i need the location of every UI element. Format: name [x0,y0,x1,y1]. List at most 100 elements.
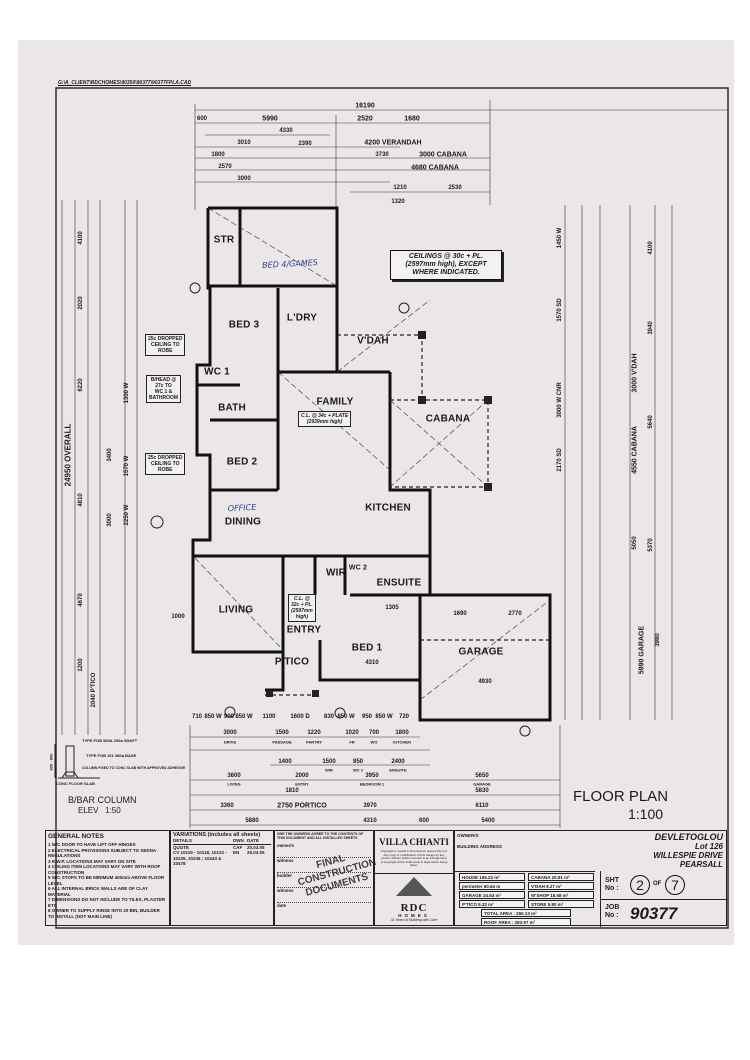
signature-row: date [277,903,287,908]
area-value: 9.27 m² [546,884,562,889]
dim: 5990 GARAGE [638,625,646,675]
cell: CV 10115 - 10118, 10122 - 10235, 10236 ;… [173,850,227,866]
address-line: PEARSALL [679,860,723,869]
dim: 700 [368,730,380,736]
signature-row: builder [277,873,371,888]
signature-row: owner/s [277,843,371,858]
cell: QUOTE [173,844,190,850]
dimension-lines [61,100,728,828]
column-detail-drawing [54,744,100,779]
area-label: perimeter [462,884,483,889]
room-bed2: BED 2 [226,456,258,468]
dim: 4310 [363,818,377,824]
dim: 4680 CABANA [411,164,459,172]
area-value: 5.33 m² [478,902,494,907]
dim: 710 [191,714,203,720]
dim: 2400 [391,759,405,765]
dim: 5830 [475,788,489,794]
owner-panel: OWNER/S DEVLETOGLOU BUILDING ADDRESS Lot… [454,830,728,927]
room-portico: P'TICO [274,656,310,668]
room-family: FAMILY [316,396,354,408]
dim: 600 [196,116,208,122]
family-ceiling-box: C.L. @ 34c + PLATE (2939mm high) [298,411,352,427]
dim: 1300 W [124,382,130,404]
dim: 1570 SD [557,298,563,322]
dim: 600 [418,818,430,824]
dim: 1320 [391,199,405,205]
dim: 1200 [78,658,84,672]
drawing-title: FLOOR PLAN [573,788,669,805]
header-cell: DWN [233,838,244,843]
room-verandah: V'DAH [357,335,389,347]
entry-ceiling-box: C.L. @ 32c + PL. (2597mm high) [288,594,316,622]
dim-overall-width: 16190 [355,102,375,110]
room-bed1: BED 1 [351,642,383,654]
sheet-label: SHT No : [605,877,619,892]
variations-row: QUOTE CAF 20.03.05 [173,845,271,851]
dim: 3000 W CNR [557,382,563,418]
detail-note: CONC FLOOR SLAB [56,781,95,786]
note-line: ROBE [158,467,173,473]
note-line: WC 1 & [154,389,173,395]
dim: 3950 [365,773,379,779]
job-number: 90377 [630,904,678,923]
dim: 1500 [322,759,336,765]
room-bed3: BED 3 [228,319,260,331]
address-label: BUILDING ADDRESS [457,844,502,849]
sheet-number: 2 [630,875,650,895]
area-value: 20.91 m² [551,875,570,880]
dim: 3360 [220,803,234,809]
dim: 2250 W [124,504,130,526]
room-laundry: L'DRY [286,312,318,324]
dim-label: ENTRY [295,781,309,787]
dim: 850 W [204,714,222,720]
walls [191,206,552,722]
dim: 720 [398,714,410,720]
job-divider [600,899,728,900]
dim: 5370 [648,538,654,552]
dim: 850 W [235,714,253,720]
ceiling-lines [194,207,551,701]
cabana-beams [265,334,550,696]
dim: 1500 [275,730,289,736]
area-label: P'TICO [462,902,477,907]
area-verandah: V'DAH 9.27 m² [528,882,594,890]
address-line: Lot 126 [694,842,723,851]
area-portico: P'TICO 5.33 m² [459,900,525,908]
dim-label: KITCHEN [393,739,411,745]
dim: 2520 [357,115,373,123]
note-line: CEILING TO [150,342,180,348]
general-note: 3 R.W.P. LOCATIONS MAY VARY ON SITE [48,858,136,864]
ceiling-note: CEILINGS @ 30c + PL. (2597mm high), EXCE… [390,250,502,280]
dim: 3980 [655,633,661,647]
dim: 4930 [478,679,492,685]
note-line: 25c DROPPED [148,336,183,342]
detail-note: COLUMN FIXED TO CONC SLAB WITH APPROVED … [82,766,186,770]
dim: 4550 CABANA [631,426,639,474]
area-value: 18.68 m² [550,893,569,898]
dim: 6220 [78,378,84,392]
room-entry: ENTRY [286,624,322,636]
area-store: STORE 5.80 m² [528,900,594,908]
design-name: VILLA CHIANTI [379,837,449,847]
cell: EN [233,850,240,855]
general-notes-panel: GENERAL NOTES 1 W/C DOOR TO HAVE LIFT OF… [45,830,170,926]
cell: CAF [233,844,243,850]
dim: 1690 [453,611,467,617]
bulkhead-note: B/HEAD @ 27c TO WC 1 & BATHROOM [146,375,182,403]
area-label: CABANA [531,875,551,880]
area-label: STORE [531,902,547,907]
dropped-ceiling-note-2: 25c DROPPED CEILING TO ROBE [145,453,186,475]
dim: 1020 [345,730,359,736]
sheet-border [55,87,729,929]
room-dining: DINING [224,516,262,528]
dim: 3000 CABANA [419,151,467,159]
dim-label: FR [349,739,355,745]
general-note: 5 W/C STOPS TO BE MINIMUM 400mm ABOVE FL… [48,875,165,886]
area-label: W'SHOP [531,893,549,898]
detail-note: TYPE FGB 583A 200ø SHAFT [82,738,138,743]
room-wc2: WC 2 [348,564,368,572]
dim: 850 W [337,714,355,720]
dim-label: WC 2 [353,767,363,773]
